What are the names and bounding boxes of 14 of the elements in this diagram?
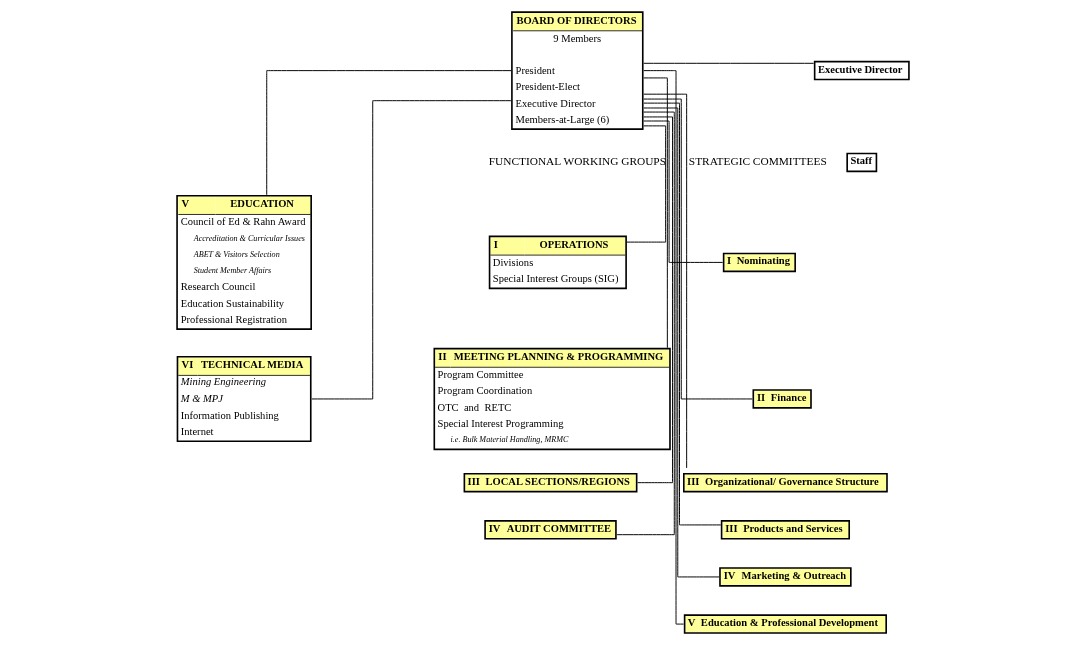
node-box: Executive Director xyxy=(813,60,910,81)
connector xyxy=(643,77,668,349)
connector xyxy=(643,70,685,625)
connector xyxy=(637,116,674,484)
node-box: Staff xyxy=(846,152,878,173)
connector xyxy=(643,98,753,400)
connector xyxy=(626,125,667,243)
connector xyxy=(311,100,512,400)
connector xyxy=(643,93,688,469)
connector xyxy=(643,62,815,64)
connector xyxy=(643,120,724,263)
label: STRATEGIC COMMITTEES xyxy=(688,155,827,168)
connector xyxy=(266,70,512,196)
connector xyxy=(616,111,675,536)
